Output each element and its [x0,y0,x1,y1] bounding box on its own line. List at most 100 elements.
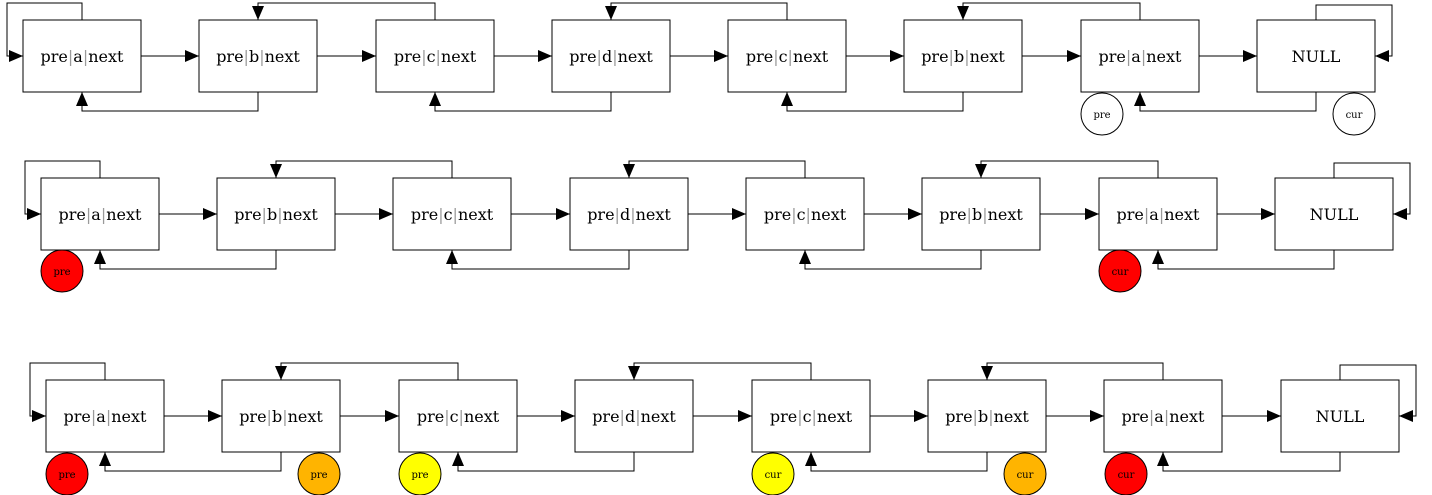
pre-arrow-top-head [957,6,969,20]
pre-arrow-top-line [610,2,788,20]
node-fields: pre|b|next [239,407,323,426]
node-box [727,19,847,93]
node-value: b [272,407,282,426]
node-pre-field: pre [764,205,791,224]
node-pre-field: pre [59,205,86,224]
pre-arrow-bottom-head [452,452,464,466]
marker-label: pre [53,267,70,278]
list-node: pre|b|next [221,379,341,453]
field-divider: | [988,407,993,426]
node-box [392,177,512,251]
pre-arrow-bottom [1152,250,1335,270]
node-next-field: next [265,47,301,66]
list-node: pre|c|next [398,379,518,453]
pre-arrow-bottom-line [1162,452,1341,472]
node-fields: pre|d|next [592,407,676,426]
marker-label: cur [1118,470,1135,481]
node-box [375,19,495,93]
head-pre-self-arrow-head [27,208,41,220]
node-next-field: next [441,47,477,66]
pre-arrow-bottom-line [451,250,630,270]
node-pre-field: pre [411,205,438,224]
node-value: a [73,47,83,66]
next-arrow-head [1067,50,1081,62]
pre-arrow-top-line [280,362,459,380]
null-self-arrow-head [1399,410,1413,422]
pointer-marker-cur: cur [751,452,795,495]
node-box [398,379,518,453]
node-next-field: next [641,407,677,426]
marker-label: pre [58,470,75,481]
field-divider: | [949,47,954,66]
node-box [551,19,671,93]
null-box [1256,19,1376,93]
list-node: pre|d|next [551,19,671,93]
marker-circle [40,249,84,293]
node-fields: pre|b|next [921,47,1005,66]
list-node: pre|c|next [745,177,865,251]
next-arrow [159,208,217,220]
node-value: c [444,205,453,224]
next-arrow-head [1267,410,1281,422]
list-node: pre|a|next [40,177,160,251]
next-arrow [340,410,399,422]
next-arrow-head [379,208,393,220]
pre-arrow-bottom-head [76,92,88,106]
node-value: d [625,407,635,426]
next-arrow [494,50,552,62]
field-divider: | [1164,407,1169,426]
field-divider: | [421,47,426,66]
field-divider: | [1159,205,1164,224]
node-next-field: next [111,407,147,426]
node-fields: pre|a|next [64,407,147,426]
pointer-marker-pre: pre [40,249,84,293]
pre-arrow-bottom-line [1139,92,1317,112]
pre-arrow-top [252,2,436,20]
pre-arrow-bottom-head [446,250,458,264]
pre-arrow-top-line [986,362,1164,380]
next-arrow-head [1261,208,1275,220]
node-next-field: next [636,205,672,224]
pointer-marker-cur: cur [1332,92,1376,136]
field-divider: | [68,47,73,66]
pre-arrow-bottom-head [1134,92,1146,106]
node-pre-field: pre [234,205,261,224]
field-divider: | [964,47,969,66]
field-divider: | [982,205,987,224]
pre-arrow-bottom-line [786,92,964,112]
node-value: a [1154,407,1164,426]
field-divider: | [597,47,602,66]
node-pre-field: pre [939,205,966,224]
node-next-field: next [618,47,654,66]
next-arrow [1217,208,1275,220]
next-arrow [517,410,575,422]
pre-arrow-top-head [628,366,640,380]
node-value: c [779,47,788,66]
node-pre-field: pre [64,407,91,426]
node-value: b [978,407,988,426]
pre-arrow-bottom-line [104,452,282,472]
node-fields: pre|b|next [216,47,300,66]
field-divider: | [83,47,88,66]
list-node: pre|b|next [903,19,1023,93]
field-divider: | [812,407,817,426]
node-next-field: next [1164,205,1200,224]
node-next-field: next [970,47,1006,66]
null-self-arrow-head [1375,50,1389,62]
node-box [574,379,694,453]
node-pre-field: pre [945,407,972,426]
null-label: NULL [1292,47,1341,66]
marker-circle [1080,92,1124,136]
pre-arrow-top [628,362,812,380]
null-self-arrow-head [1393,208,1407,220]
pre-arrow-bottom-head [429,92,441,106]
pre-arrow-bottom-line [804,250,982,270]
next-arrow-head [362,50,376,62]
null-label: NULL [1310,205,1359,224]
node-box [745,177,865,251]
null-self-arrow [1339,364,1417,422]
node-next-field: next [88,47,124,66]
pre-arrow-bottom-head [799,250,811,264]
node-pre-field: pre [417,407,444,426]
